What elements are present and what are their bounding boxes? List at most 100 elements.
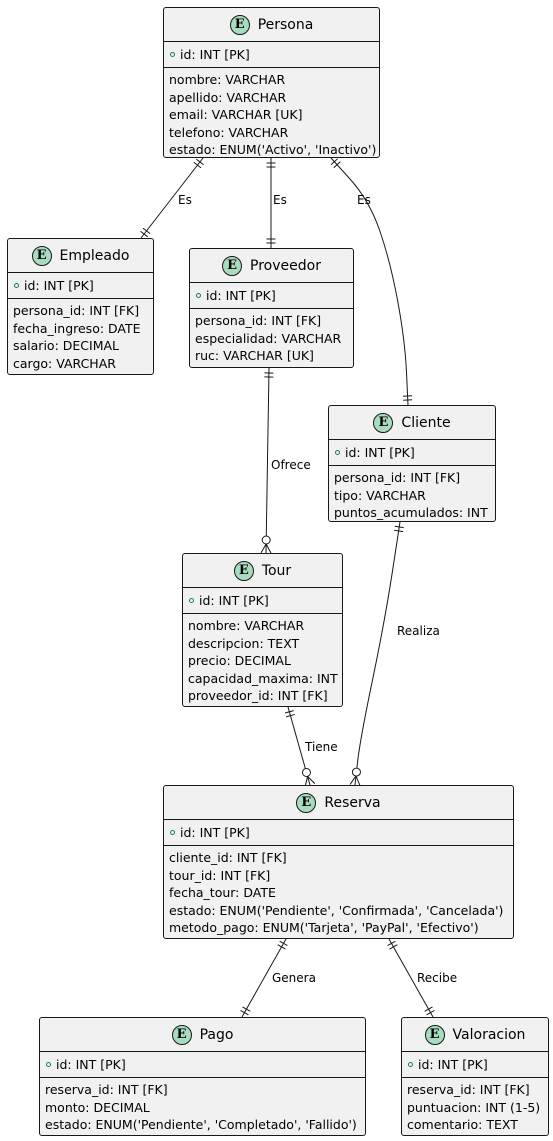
divider: [402, 1051, 548, 1052]
entity-field: cliente_id: INT [FK]: [169, 850, 287, 865]
entity-field: precio: DECIMAL: [188, 653, 291, 669]
relation-label-reserva-pago: Genera: [272, 971, 316, 985]
divider: [164, 67, 379, 68]
entity-field: cargo: VARCHAR: [13, 355, 116, 371]
entity-fields: nombre: VARCHAR apellido: VARCHAR email: V…: [164, 68, 379, 159]
crows-foot-line: [355, 775, 361, 786]
primary-key-text: id: INT [PK]: [418, 1056, 488, 1072]
entity-field: fecha_ingreso: DATE: [13, 320, 141, 336]
entity-field: proveedor_id: INT [FK]: [188, 688, 328, 704]
divider: [329, 439, 495, 440]
entity-field: telefono: VARCHAR: [169, 124, 289, 140]
entity-header: E Empleado: [8, 239, 153, 272]
entity-field: apellido: VARCHAR: [169, 89, 287, 105]
cardinality-tick: [240, 1009, 249, 1016]
relation-reserva-valoracion: [387, 938, 435, 1018]
primary-key-text: id: INT [PK]: [180, 824, 250, 840]
entity-title: Cliente: [401, 414, 451, 431]
entity-title: Pago: [199, 1026, 234, 1043]
relation-label-proveedor-tour: Ofrece: [271, 458, 311, 472]
cardinality-tick: [424, 1006, 433, 1012]
entity-cliente: E Cliente id: INT [PK] persona_id: INT [FK]…: [328, 405, 496, 522]
cardinality-tick: [142, 227, 151, 235]
entity-title: Reserva: [324, 794, 381, 811]
zero-marker: [351, 767, 361, 777]
relation-proveedor-tour: [260, 367, 274, 554]
entity-field: reserva_id: INT [FK]: [45, 1082, 168, 1097]
entity-title: Empleado: [59, 247, 130, 264]
relation-persona-cliente: [330, 157, 413, 406]
primary-key-row: id: INT [PK]: [164, 823, 513, 841]
entity-icon: E: [233, 560, 254, 581]
primary-key-row: id: INT [PK]: [329, 443, 495, 461]
entity-field: salario: DECIMAL: [13, 338, 119, 354]
divider: [8, 298, 153, 299]
entity-icon: E: [31, 245, 52, 266]
divider: [183, 587, 342, 588]
entity-fields: persona_id: INT [FK]especialidad: VARCHA…: [190, 309, 353, 365]
relation-line: [265, 367, 270, 554]
entity-field: nombre: VARCHAR: [169, 72, 286, 87]
primary-key-icon: [408, 1061, 413, 1067]
relation-persona-empleado: [140, 157, 204, 239]
entity-icon: E: [171, 1024, 192, 1045]
crows-foot-line: [307, 775, 316, 784]
entity-fields: reserva_id: INT [FK]puntuacion: INT (1-5…: [402, 1078, 548, 1134]
relation-label-tour-reserva: Tiene: [305, 740, 338, 754]
primary-key-text: id: INT [PK]: [56, 1056, 126, 1072]
cardinality-tick: [285, 713, 295, 718]
primary-key-row: id: INT [PK]: [402, 1055, 548, 1073]
entity-field: capacidad_maxima: INT: [188, 670, 338, 686]
entity-icon: E: [424, 1024, 445, 1045]
divider: [164, 819, 513, 820]
primary-key-row: id: INT [PK]: [183, 591, 342, 609]
entity-header: E Pago: [40, 1018, 365, 1051]
divider: [40, 1077, 365, 1078]
crows-foot-line: [304, 776, 309, 787]
entity-field: tour_id: INT [FK]: [169, 867, 271, 883]
cardinality-tick: [140, 230, 148, 238]
primary-key-text: id: INT [PK]: [180, 46, 250, 62]
cardinality-tick: [193, 161, 202, 169]
cardinality-tick: [277, 944, 286, 950]
primary-key-icon: [189, 597, 194, 603]
cardinality-tick: [279, 940, 288, 947]
divider: [164, 41, 379, 42]
entity-field: monto: DECIMAL: [45, 1099, 150, 1115]
entity-field: email: VARCHAR [UK]: [169, 107, 303, 123]
relation-cliente-reserva: [349, 521, 404, 786]
cardinality-tick: [333, 161, 341, 169]
relation-label-cliente-reserva: Realiza: [397, 624, 440, 638]
entity-field: reserva_id: INT [FK]: [407, 1082, 530, 1097]
entity-icon: E: [373, 412, 394, 433]
entity-title: Persona: [257, 16, 314, 33]
entity-fields: cliente_id: INT [FK]tour_id: INT [FK]fec…: [164, 846, 513, 937]
entity-field: descripcion: TEXT: [188, 635, 300, 651]
primary-key-icon: [170, 51, 175, 57]
cardinality-tick: [284, 710, 294, 714]
relation-label-reserva-valoracion: Recibe: [417, 971, 458, 985]
primary-key-text: id: INT [PK]: [345, 444, 415, 460]
entity-field: persona_id: INT [FK]: [13, 303, 140, 318]
relation-label-persona-proveedor: Es: [273, 193, 287, 207]
relation-line: [330, 157, 409, 406]
primary-key-text: id: INT [PK]: [206, 287, 276, 303]
primary-key-text: id: INT [PK]: [199, 592, 269, 608]
relation-line: [241, 938, 287, 1018]
entity-field: persona_id: INT [FK]: [195, 313, 322, 328]
crows-foot-line: [349, 775, 357, 785]
entity-field: estado: ENUM('Pendiente', 'Confirmada', …: [169, 902, 504, 918]
cardinality-tick: [394, 525, 404, 529]
relation-reserva-pago: [240, 938, 288, 1018]
